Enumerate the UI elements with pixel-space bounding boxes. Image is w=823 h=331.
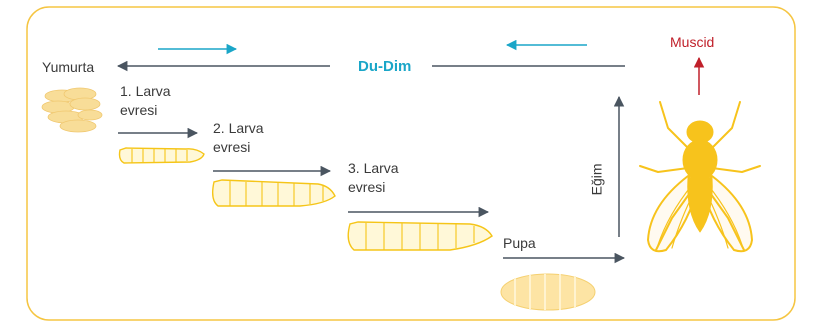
- label-adult: Muscid: [670, 34, 715, 50]
- muscid-fly-icon: [639, 101, 761, 253]
- larva-2-icon: [211, 179, 336, 207]
- label-pupa: Pupa: [503, 235, 536, 251]
- label-larva-1: 1. Larva evresi: [120, 83, 171, 118]
- larva-1-icon: [118, 147, 205, 164]
- label-cycle: Du-Dim: [358, 58, 412, 75]
- label-larva-2: 2. Larva evresi: [213, 120, 264, 155]
- egg-cluster-icon: [41, 87, 103, 133]
- larva-3-icon: [347, 221, 493, 251]
- diagram-frame: [26, 6, 796, 321]
- label-larva-3: 3. Larva evresi: [348, 160, 399, 195]
- pupa-icon: [500, 273, 596, 311]
- label-trend: Eğim: [588, 163, 605, 196]
- label-egg: Yumurta: [42, 59, 95, 75]
